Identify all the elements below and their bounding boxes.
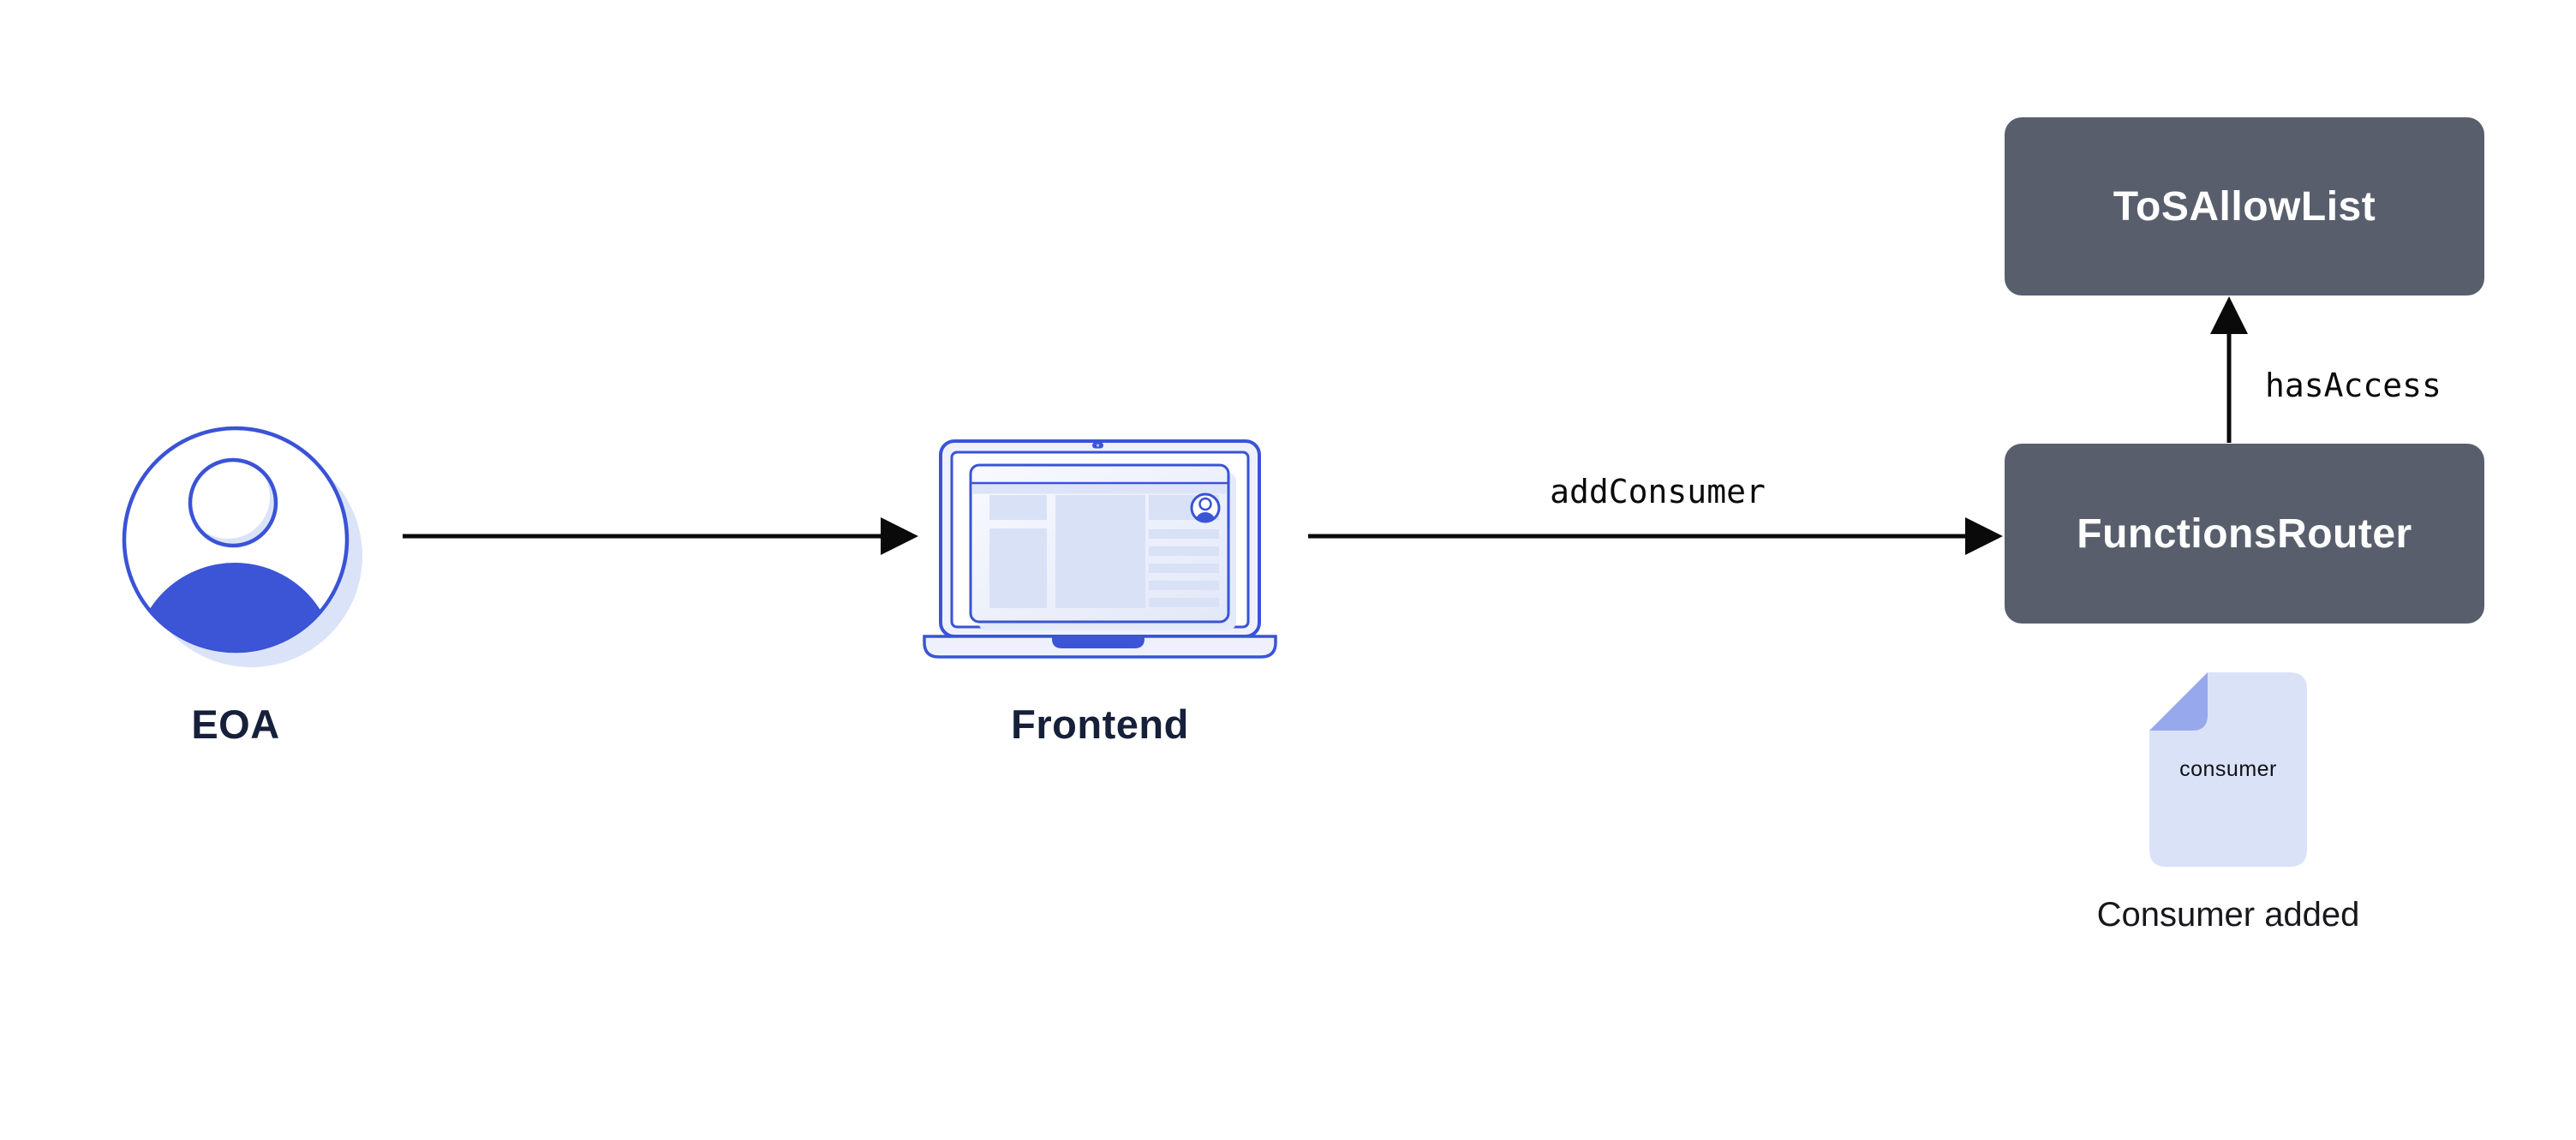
eoa-label: EOA xyxy=(191,701,280,747)
document-fold xyxy=(2149,672,2208,731)
document-label: consumer xyxy=(2179,757,2277,781)
functions-router-label: FunctionsRouter xyxy=(2077,510,2412,557)
edge-label-hasaccess: hasAccess xyxy=(2265,367,2442,404)
laptop-icon xyxy=(923,439,1277,659)
node-tos-allow-list: ToSAllowList xyxy=(2005,117,2484,295)
arrow-functions-router-to-tos-allow-list xyxy=(2210,296,2248,443)
edge-label-addconsumer: addConsumer xyxy=(1550,473,1766,510)
frontend-label: Frontend xyxy=(1011,701,1189,747)
laptop-notch xyxy=(1052,636,1145,648)
mini-user-avatar-icon xyxy=(1190,492,1221,523)
avatar-head xyxy=(188,457,278,548)
arrowhead-right-icon xyxy=(1965,517,2003,555)
node-functions-router: FunctionsRouter xyxy=(2005,444,2484,624)
arrowhead-right-icon xyxy=(881,517,918,555)
arrow-frontend-to-functions-router xyxy=(1308,517,2003,555)
document-icon xyxy=(2149,672,2307,867)
consumer-added-caption: Consumer added xyxy=(2096,896,2360,934)
tos-allow-list-label: ToSAllowList xyxy=(2113,183,2376,230)
browser-toolbar xyxy=(972,484,1227,494)
avatar-shoulders xyxy=(134,563,336,651)
arrowhead-up-icon xyxy=(2210,296,2248,334)
user-avatar-icon xyxy=(122,426,362,667)
arrow-eoa-to-frontend xyxy=(403,517,918,555)
